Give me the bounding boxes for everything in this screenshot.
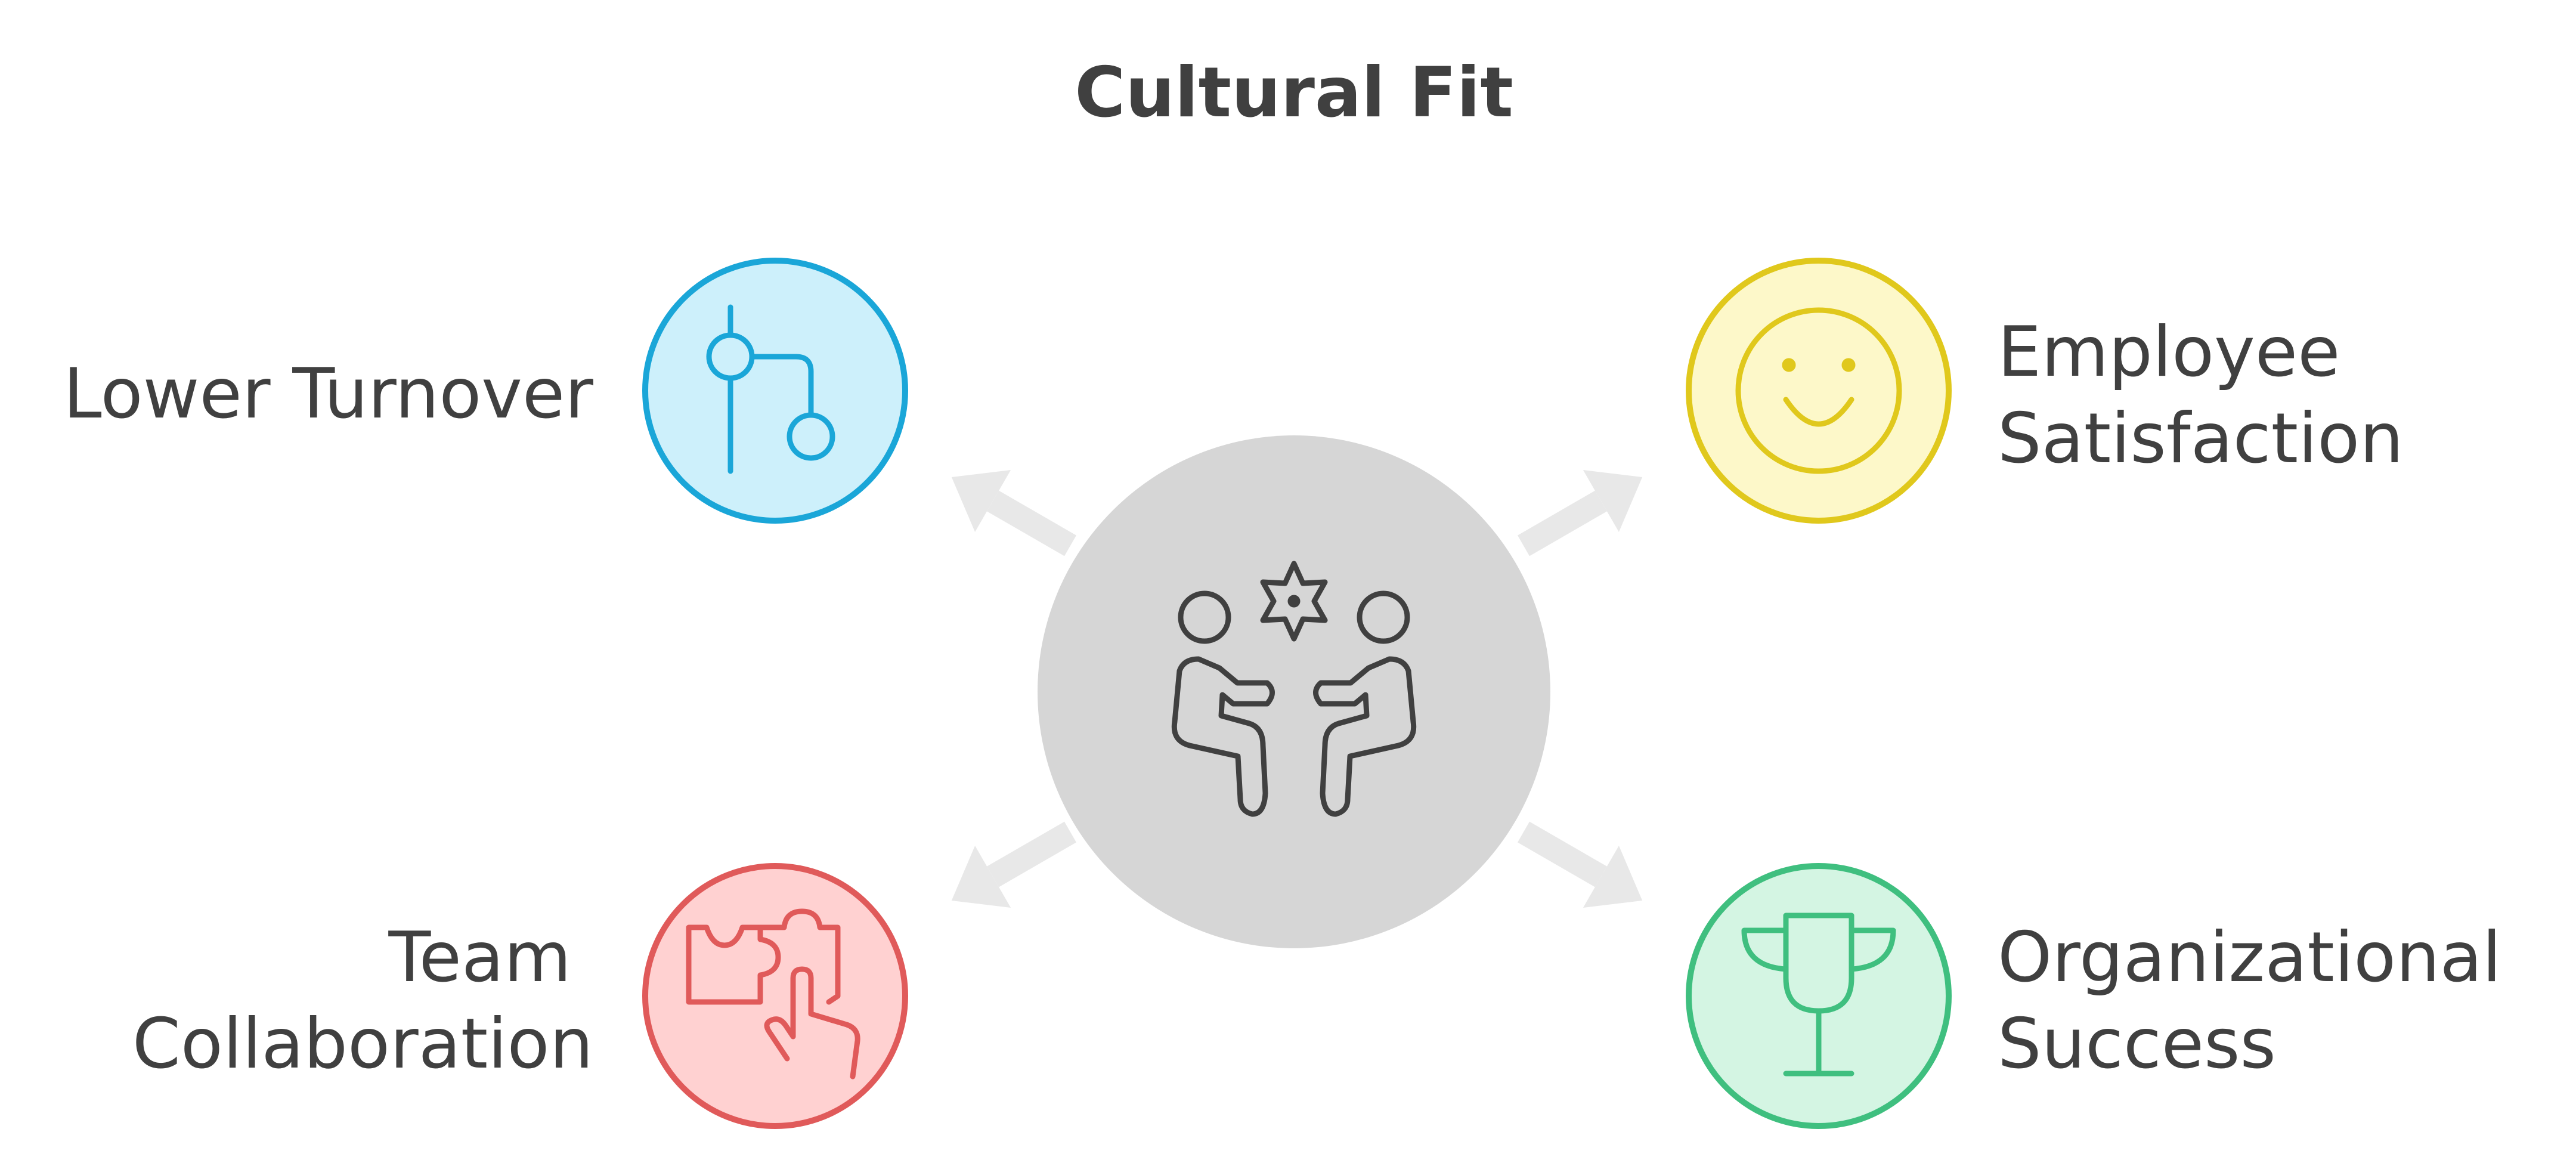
- arrow-to-employee-satisfaction: [1518, 470, 1643, 556]
- lower-turnover-label: Lower Turnover: [63, 354, 593, 434]
- diagram-title: Cultural Fit: [1075, 52, 1513, 133]
- trophy-icon: [1741, 913, 1896, 1077]
- lower-turnover-circle: [642, 258, 908, 524]
- employee-satisfaction-circle: [1686, 258, 1952, 524]
- center-circle: [1038, 435, 1550, 948]
- team-collaboration-circle: [642, 863, 908, 1129]
- arrow-to-team-collaboration: [951, 821, 1076, 908]
- node-employee-satisfaction: Employee Satisfaction: [1686, 258, 2404, 524]
- node-organizational-success: Organizational Success: [1686, 863, 2524, 1129]
- connector-arrows: [951, 470, 1643, 908]
- team-collaboration-label: Team Collaboration: [132, 917, 593, 1084]
- two-people-collaborating-gear-icon: [1171, 561, 1417, 817]
- node-lower-turnover: Lower Turnover: [63, 258, 908, 524]
- arrow-to-organizational-success: [1518, 821, 1643, 908]
- puzzle-hand-icon: [686, 908, 860, 1080]
- arrow-to-lower-turnover: [951, 470, 1076, 556]
- smiley-face-icon: [1735, 307, 1902, 474]
- organizational-success-label: Organizational Success: [1998, 917, 2524, 1084]
- employee-satisfaction-label: Employee Satisfaction: [1998, 312, 2404, 479]
- organizational-success-circle: [1686, 863, 1952, 1129]
- branch-flow-icon: [706, 304, 835, 474]
- node-team-collaboration: Team Collaboration: [132, 863, 908, 1129]
